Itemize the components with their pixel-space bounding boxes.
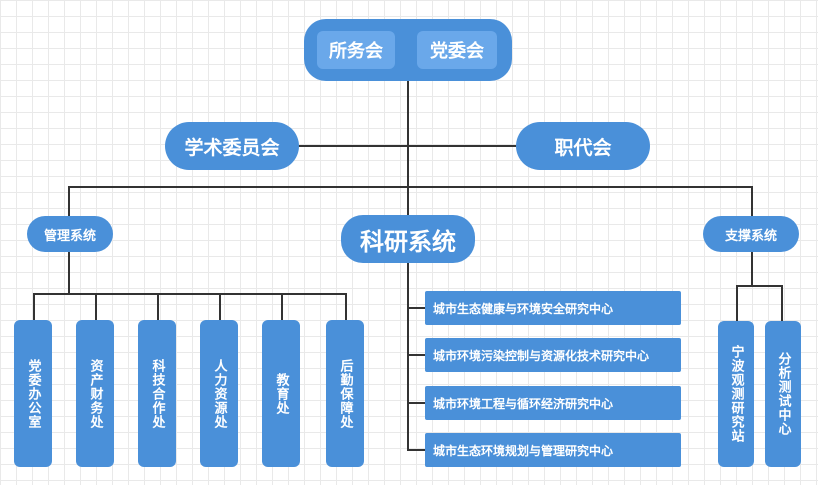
support-drop-1 [736, 285, 738, 321]
research-branch-4 [407, 449, 425, 451]
support-system: 支撑系统 [703, 216, 799, 252]
support-drop-2 [781, 285, 783, 321]
management-trunk [68, 252, 70, 294]
management-dept-label: 人力资源处 [211, 358, 227, 429]
support-unit: 宁波观测研究站 [718, 321, 754, 467]
management-system: 管理系统 [27, 216, 113, 252]
management-dept: 人力资源处 [200, 320, 238, 467]
research-branch-3 [407, 402, 425, 404]
research-center: 城市生态环境规划与管理研究中心 [425, 433, 681, 467]
management-dept-label: 党委办公室 [25, 358, 41, 429]
research-center: 城市环境污染控制与资源化技术研究中心 [425, 338, 681, 372]
workers-congress: 职代会 [516, 122, 650, 170]
mgmt-drop-1 [33, 293, 35, 320]
mgmt-drop-2 [95, 293, 97, 320]
committee-line [298, 145, 516, 147]
research-center: 城市环境工程与循环经济研究中心 [425, 386, 681, 420]
mgmt-drop-6 [345, 293, 347, 320]
mgmt-drop-5 [281, 293, 283, 320]
mgmt-drop-3 [157, 293, 159, 320]
management-drop [68, 186, 70, 216]
research-system: 科研系统 [341, 215, 475, 263]
system-branch-line [68, 186, 752, 188]
management-dept: 教育处 [262, 320, 300, 467]
management-bus [33, 293, 347, 295]
support-unit: 分析测试中心 [765, 321, 801, 467]
support-unit-label: 宁波观测研究站 [728, 345, 744, 443]
management-dept-label: 资产财务处 [87, 358, 103, 429]
management-dept: 后勤保障处 [326, 320, 364, 467]
management-dept: 党委办公室 [14, 320, 52, 467]
management-dept: 资产财务处 [76, 320, 114, 467]
management-dept: 科技合作处 [138, 320, 176, 467]
research-branch-1 [407, 307, 425, 309]
management-dept-label: 后勤保障处 [337, 358, 353, 429]
support-trunk [751, 252, 753, 286]
party-committee: 党委会 [417, 31, 497, 69]
governance-node: 所务会 党委会 [304, 19, 512, 81]
support-bus [736, 285, 782, 287]
support-drop [751, 186, 753, 216]
support-unit-label: 分析测试中心 [775, 352, 791, 436]
research-trunk [407, 262, 409, 451]
trunk-line [407, 80, 409, 215]
research-branch-2 [407, 354, 425, 356]
mgmt-drop-4 [219, 293, 221, 320]
institute-affairs-meeting: 所务会 [317, 31, 395, 69]
research-center: 城市生态健康与环境安全研究中心 [425, 291, 681, 325]
management-dept-label: 科技合作处 [149, 358, 165, 429]
academic-committee: 学术委员会 [165, 122, 299, 170]
management-dept-label: 教育处 [273, 372, 289, 415]
